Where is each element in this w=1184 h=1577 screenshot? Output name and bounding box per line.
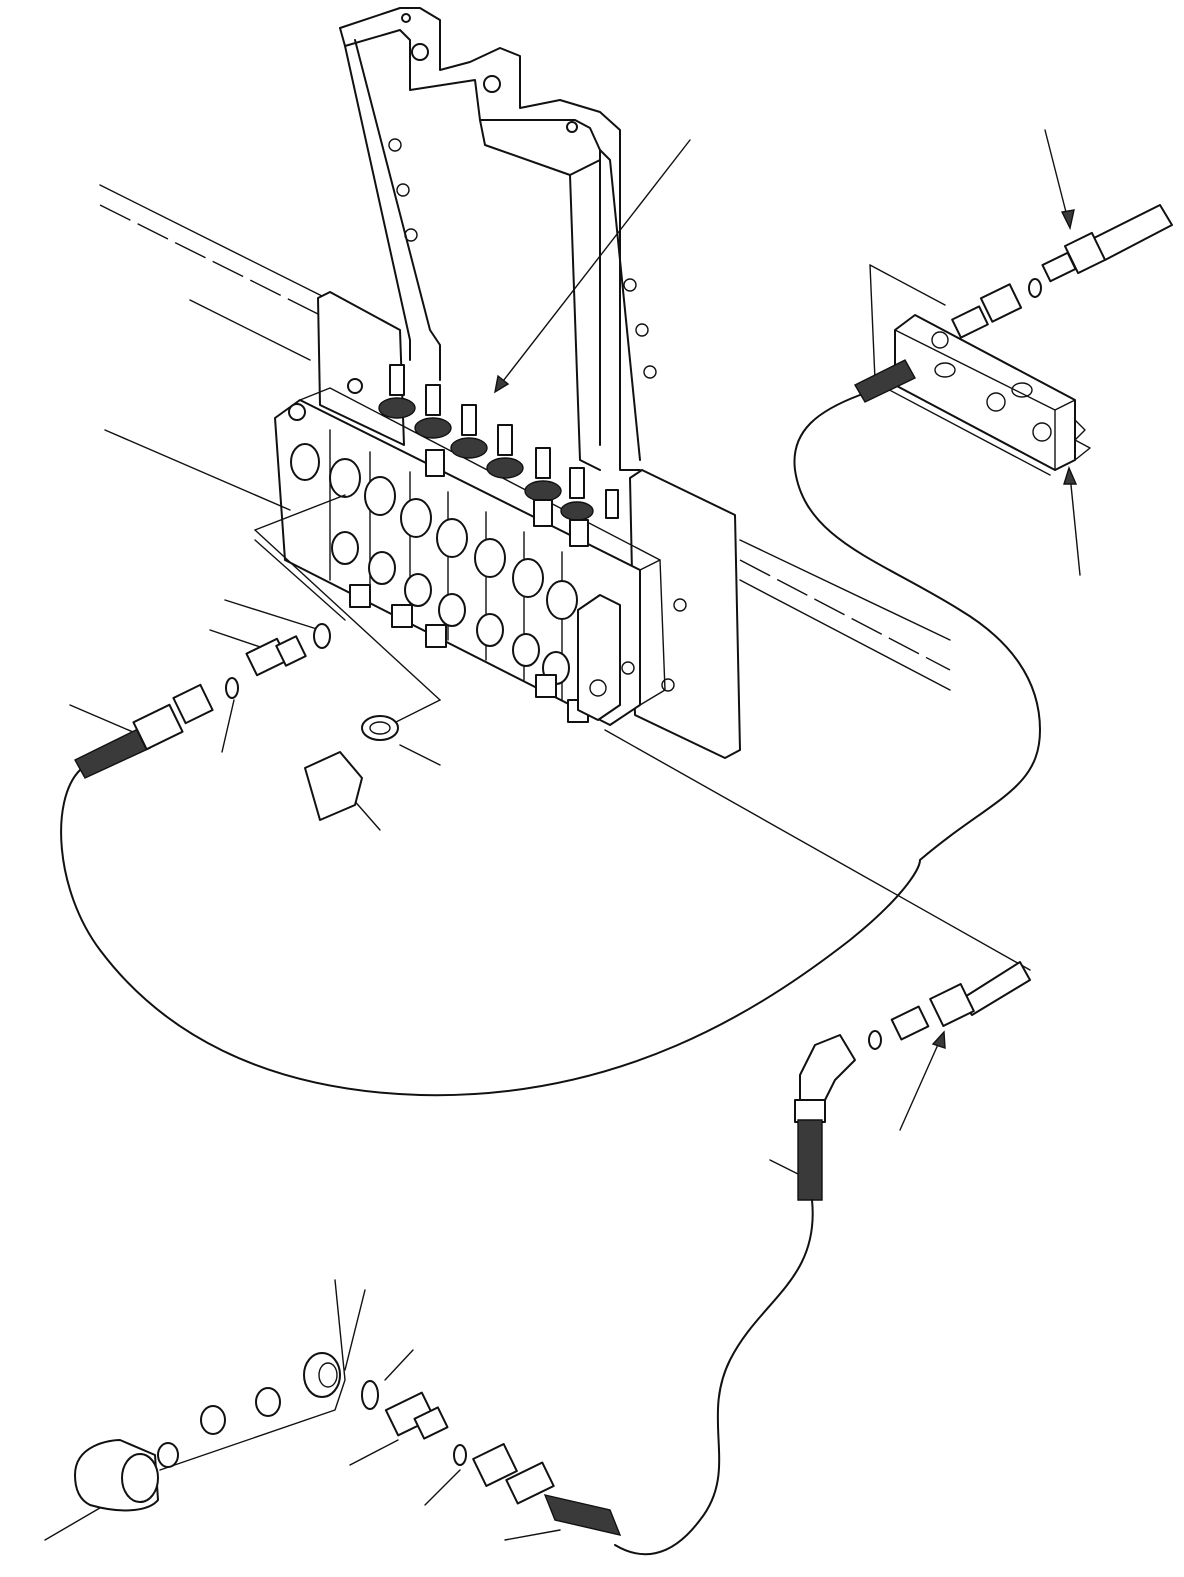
top-right-hose-assembly bbox=[793, 204, 1173, 861]
valve-spools bbox=[378, 364, 619, 547]
chassis-rails bbox=[99, 184, 951, 691]
leader-lines bbox=[44, 129, 1081, 1541]
bottom-left-fittings bbox=[74, 1352, 622, 1536]
mounting-bracket bbox=[339, 7, 657, 471]
manifold-block bbox=[879, 314, 1091, 476]
left-hose-assembly bbox=[60, 623, 921, 1097]
bottom-right-hose-assembly bbox=[614, 961, 1031, 1556]
control-valve-bank bbox=[274, 364, 687, 726]
